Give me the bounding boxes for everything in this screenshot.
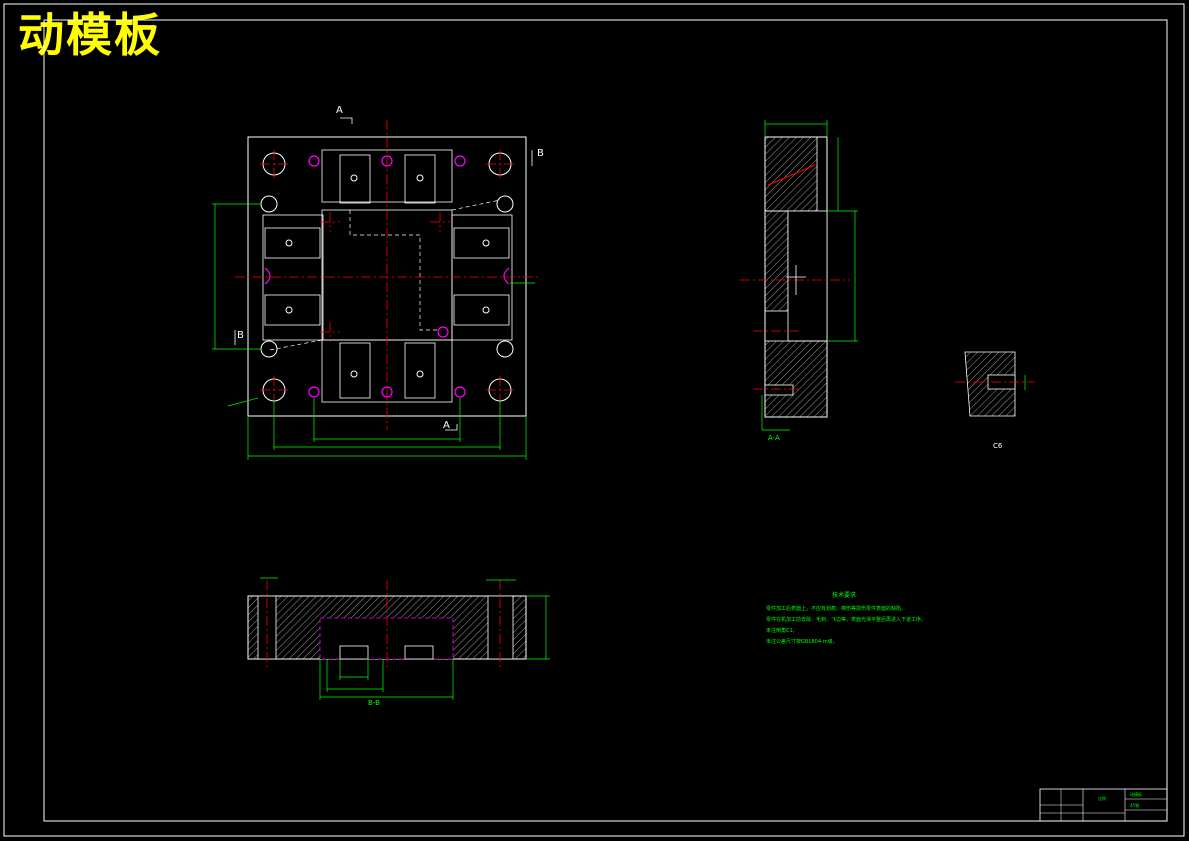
section-marker-b-right: B — [537, 148, 544, 159]
section-b-b-view: B-B — [247, 577, 550, 707]
tech-requirement-2: 零件在机加工前去除、毛刺、飞边等，表面光滑平整后再进入下道工序。 — [766, 616, 926, 623]
detail-label: C6 — [993, 442, 1003, 450]
title-block-material: 45钢 — [1130, 802, 1139, 808]
detail-view: C6 — [955, 351, 1035, 450]
plan-view: A B B A — [212, 105, 544, 460]
title-block-name: 动模板 — [1130, 791, 1142, 797]
section-marker-a-top: A — [336, 105, 343, 116]
tech-requirement-4: 未注公差尺寸按GB1804-m级。 — [766, 638, 838, 645]
tech-requirement-3: 未注倒角C1。 — [766, 627, 798, 634]
section-a-a-label: A-A — [768, 434, 780, 442]
title-block: 动模板 45钢 比例 — [1039, 788, 1168, 822]
section-marker-a-bottom: A — [443, 420, 450, 431]
drawing-frame — [3, 3, 1185, 837]
section-a-a-view: A-A — [740, 120, 858, 442]
tech-requirements-heading: 技术要求 — [832, 591, 856, 599]
technical-requirements: 技术要求 零件加工后表面上，不应有划痕、擦伤等损伤零件表面的缺陷。 零件在机加工… — [766, 591, 926, 645]
section-marker-b-left: B — [237, 330, 244, 341]
tech-requirement-1: 零件加工后表面上，不应有划痕、擦伤等损伤零件表面的缺陷。 — [766, 605, 906, 612]
title-block-scale: 比例 — [1098, 795, 1106, 801]
section-b-b-label: B-B — [368, 699, 380, 707]
